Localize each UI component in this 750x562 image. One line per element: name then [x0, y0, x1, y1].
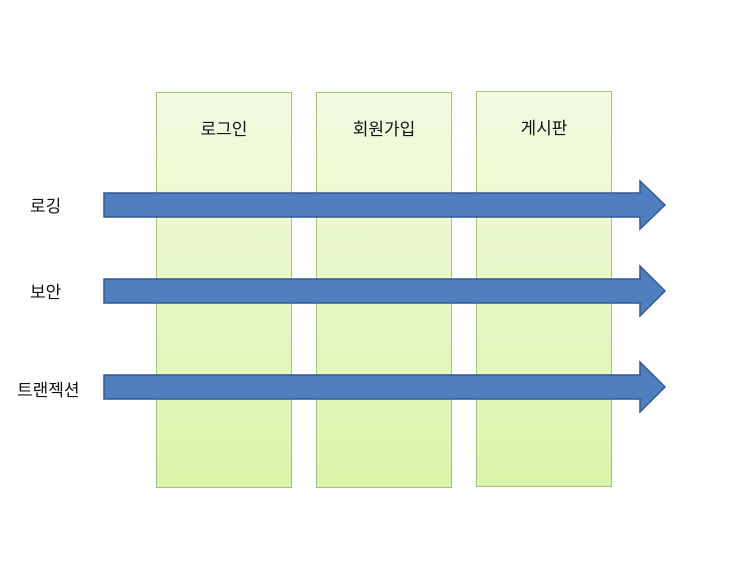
column-title-login: 로그인 — [200, 120, 248, 140]
column-title-signup: 회원가입 — [352, 120, 416, 140]
row-label-logging: 로깅 — [30, 197, 62, 217]
column-title-board: 게시판 — [520, 119, 568, 139]
row-label-transaction: 트랜젝션 — [17, 381, 80, 401]
column-login: 로그인 — [156, 92, 292, 488]
row-label-security: 보안 — [30, 283, 62, 303]
column-board: 게시판 — [476, 91, 612, 487]
column-signup: 회원가입 — [316, 92, 452, 488]
